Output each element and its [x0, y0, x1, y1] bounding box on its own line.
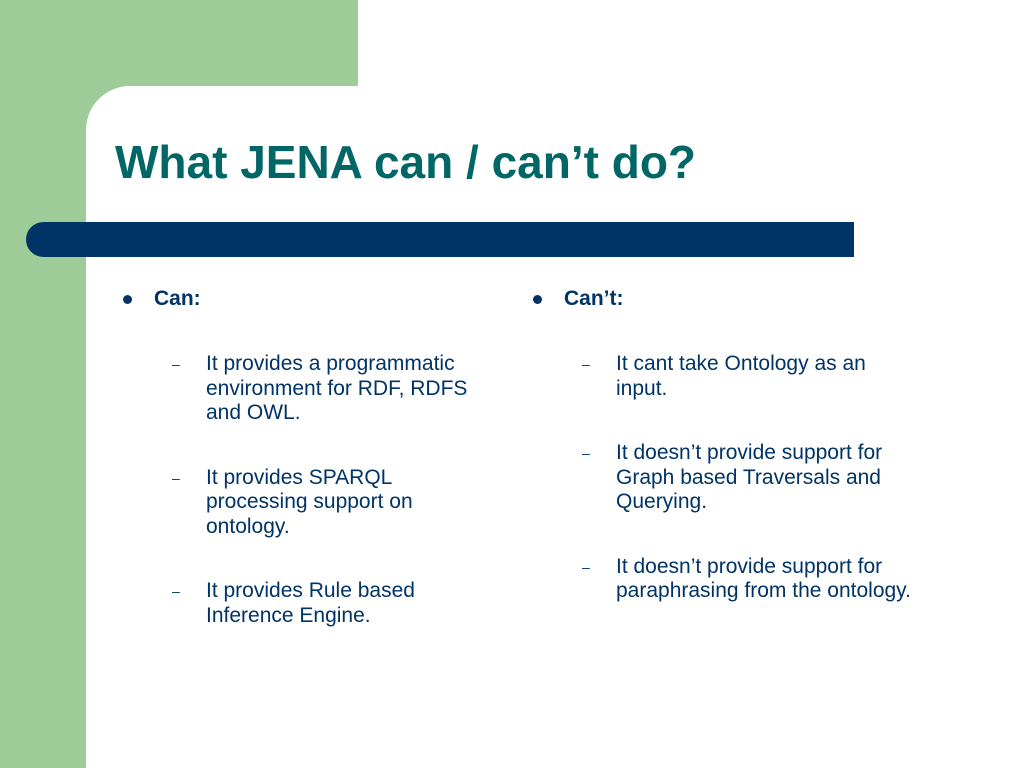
bullet-dot-icon [123, 294, 132, 304]
cant-list: – It cant take Ontology as an input. – I… [532, 352, 922, 604]
dash-icon: – [582, 445, 590, 461]
cant-heading: Can’t: [532, 286, 922, 312]
bullet-dot-icon [533, 294, 542, 304]
list-item-text: It provides Rule based Inference Engine. [206, 579, 415, 627]
list-item: – It cant take Ontology as an input. [532, 352, 922, 401]
list-item-text: It doesn’t provide support for paraphras… [616, 554, 911, 603]
list-item: – It provides a programmatic environment… [122, 352, 482, 426]
can-column: Can: – It provides a programmatic enviro… [122, 286, 482, 668]
list-item: – It provides SPARQL processing support … [122, 466, 482, 540]
list-item: – It doesn’t provide support for Graph b… [532, 441, 922, 515]
title-rule-bar [26, 222, 854, 257]
list-item-text: It provides a programmatic environment f… [206, 352, 468, 424]
cant-column: Can’t: – It cant take Ontology as an inp… [532, 286, 922, 644]
can-heading-label: Can: [154, 287, 201, 310]
cant-heading-label: Can’t: [564, 287, 624, 310]
list-item: – It provides Rule based Inference Engin… [122, 579, 482, 628]
list-item: – It doesn’t provide support for paraphr… [532, 555, 922, 604]
list-item-text: It cant take Ontology as an input. [616, 352, 866, 400]
content-panel [86, 86, 1024, 768]
list-item-text: It doesn’t provide support for Graph bas… [616, 441, 883, 513]
dash-icon: – [582, 558, 590, 575]
dash-icon: – [582, 356, 590, 372]
list-item-text: It provides SPARQL processing support on… [206, 465, 413, 538]
can-list: – It provides a programmatic environment… [122, 352, 482, 628]
dash-icon: – [172, 469, 180, 486]
can-heading: Can: [122, 286, 482, 312]
dash-icon: – [172, 583, 180, 599]
slide-title: What JENA can / can’t do? [115, 136, 697, 188]
dash-icon: – [172, 356, 180, 372]
